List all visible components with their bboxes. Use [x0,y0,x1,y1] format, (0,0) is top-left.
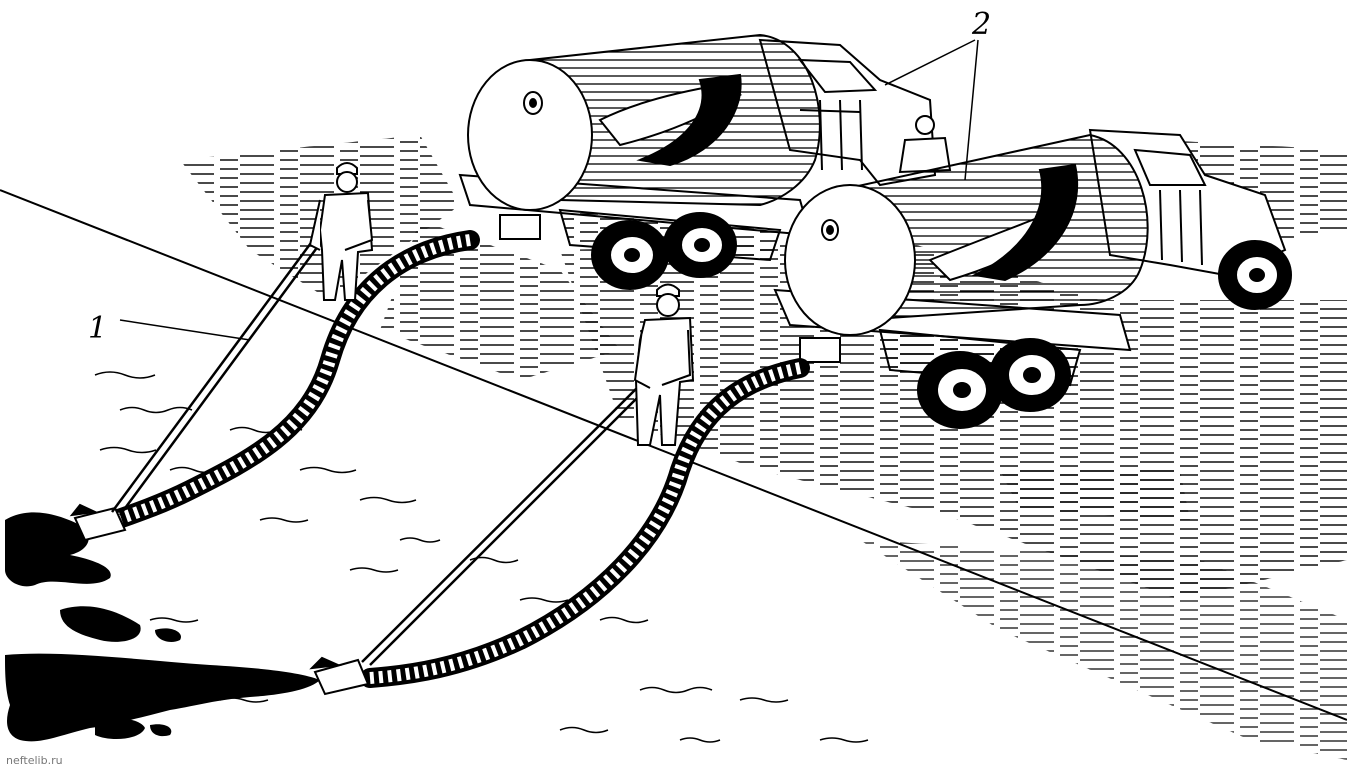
watermark-text: neftelib.ru [6,754,63,767]
skimmer-nozzle-left [69,503,127,542]
tanker-truck-front [773,128,1292,429]
worker-left [308,162,374,301]
callout-leaders [119,39,979,341]
skimmer-nozzle-right [309,656,370,696]
worker-right [633,283,695,446]
suction-hose-left [100,230,480,532]
oil-slicks [5,512,320,742]
guide-poles [110,227,661,666]
tanker-truck-rear [458,33,937,290]
driver-figure [898,115,952,174]
callout-label-1: 1 [88,311,107,346]
suction-hose-right [360,358,810,688]
callout-label-2: 2 [971,7,991,42]
